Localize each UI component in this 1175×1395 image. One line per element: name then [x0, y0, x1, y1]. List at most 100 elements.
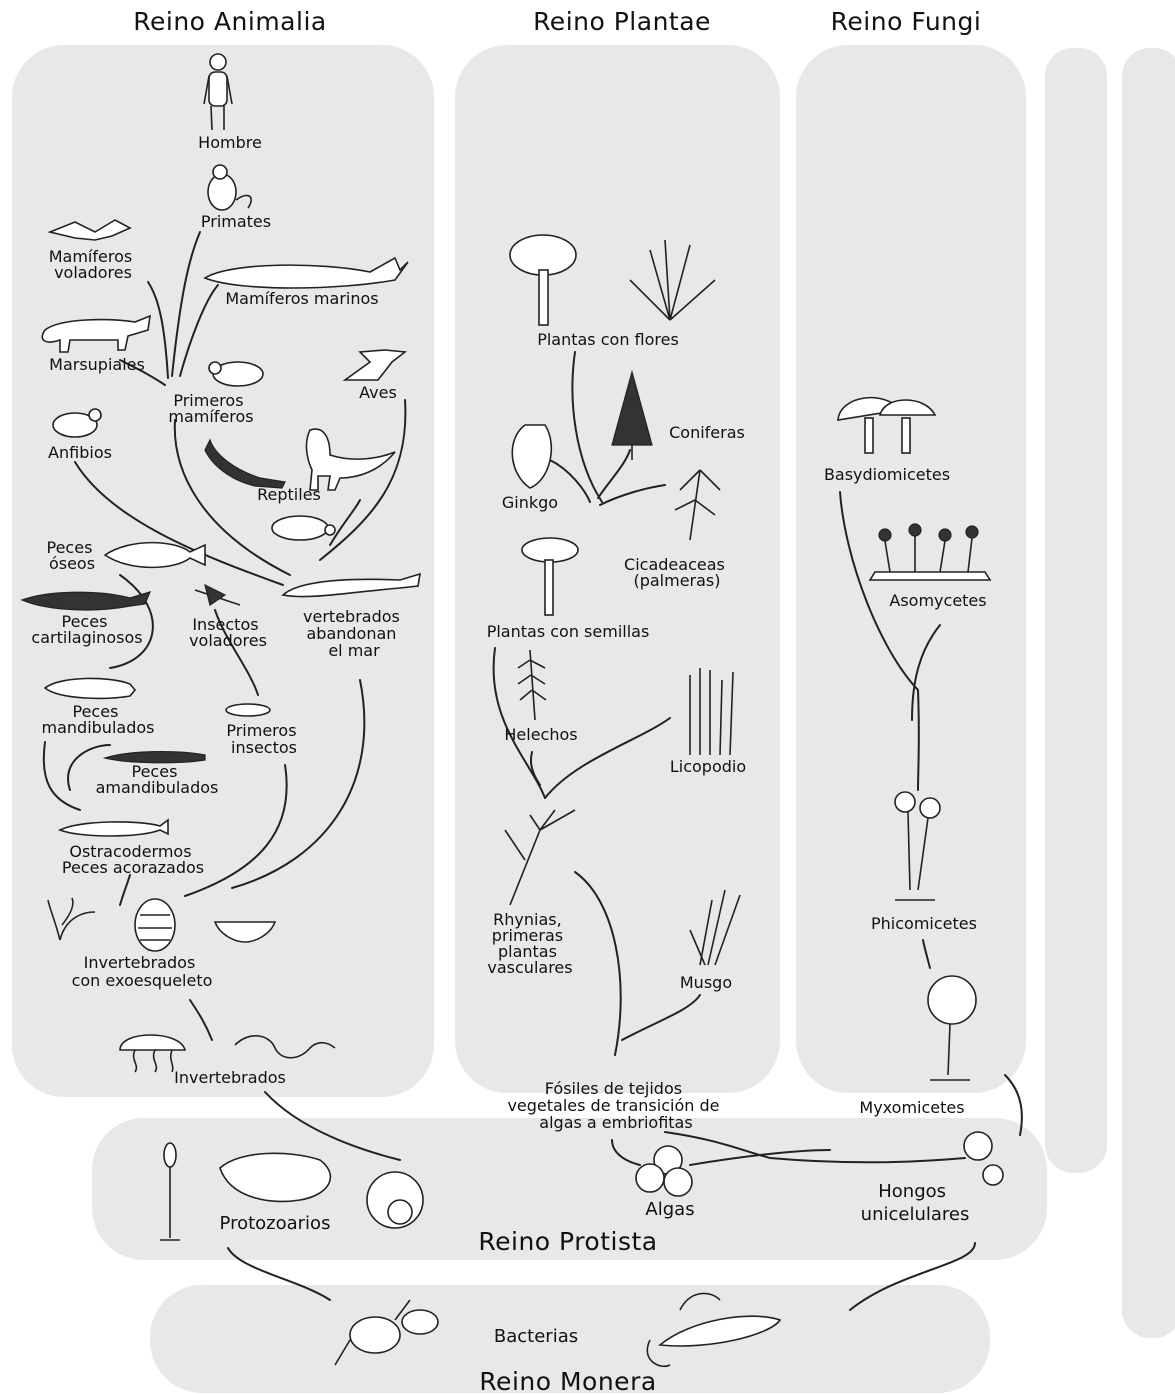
label-myxomicetes: Myxomicetes [859, 1098, 964, 1117]
ascomycete-icon [868, 523, 992, 581]
cycad-icon [674, 469, 721, 541]
label-aves: Aves [359, 383, 397, 402]
panel-monera [150, 1285, 990, 1393]
ginkgo-icon [511, 424, 553, 489]
label-primeros-mamiferos: Primeros mamíferos [168, 391, 253, 426]
label-primeros-insectos: Primeros insectos [226, 721, 301, 757]
shell-icon [213, 921, 277, 943]
crocodile-icon [204, 438, 286, 489]
label-algas: Algas [645, 1199, 694, 1220]
bacteria-cluster-icon [334, 1299, 439, 1366]
label-mamiferos-marinos: Mamíferos marinos [225, 289, 378, 308]
label-reptiles: Reptiles [257, 485, 321, 504]
label-rhynias-line4: vasculares [487, 958, 572, 977]
label-peces-mandibulados-line1: Peces [73, 702, 119, 721]
title-monera: Reino Monera [479, 1367, 656, 1395]
label-protozoarios: Protozoarios [220, 1213, 331, 1234]
label-phicomicetes: Phicomicetes [871, 914, 977, 933]
label-peces-oseos-line1: Peces [47, 538, 93, 557]
ostracoderm-icon [58, 818, 169, 837]
radiolarian-icon [366, 1171, 424, 1229]
title-animalia: Reino Animalia [133, 7, 326, 36]
label-ostracodermos: Ostracodermos Peces acorazados [62, 842, 204, 877]
trilobite-icon [134, 898, 176, 952]
label-rhynias-line2: primeras [492, 926, 563, 945]
label-hombre: Hombre [198, 133, 262, 152]
bacillus-icon [646, 1292, 782, 1367]
early-mammal-icon [208, 361, 264, 387]
jellyfish-icon [119, 1034, 187, 1073]
label-invertebrados-exo-line1: Invertebrados [84, 953, 196, 972]
label-bacterias: Bacterias [494, 1326, 578, 1347]
label-rhynias: Rhynias, primeras plantas vasculares [487, 910, 572, 977]
phycomycete-icon [894, 791, 941, 901]
label-vertebrados-abandonan: vertebrados abandonan el mar [303, 607, 405, 660]
label-fosiles: Fósiles de tejidos vegetales de transici… [507, 1079, 724, 1132]
primate-icon [207, 164, 252, 211]
bat-icon [47, 219, 132, 241]
rhynia-icon [504, 809, 576, 906]
label-fosiles-line2: vegetales de transición de [507, 1096, 719, 1115]
label-fosiles-line3: algas a embriofitas [539, 1113, 692, 1132]
label-plantas-con-semillas: Plantas con semillas [487, 622, 650, 641]
kingdom-panels [12, 45, 1175, 1393]
title-plantae: Reino Plantae [533, 7, 711, 36]
label-mamiferos-voladores-line2: voladores [54, 263, 132, 282]
lycopod-icon [689, 668, 734, 756]
label-cicadeaceas: Cicadeaceas (palmeras) [624, 555, 730, 590]
label-invertebrados-exo-line2: con exoesqueleto [72, 971, 213, 990]
label-coniferas: Coniferas [669, 423, 745, 442]
label-peces-cartilaginosos: Peces cartilaginosos [31, 612, 142, 647]
label-helechos: Helechos [504, 725, 577, 744]
label-primeros-insectos-line1: Primeros [226, 721, 296, 740]
title-protista: Reino Protista [478, 1227, 657, 1256]
label-asomycetes: Asomycetes [889, 591, 986, 610]
amoeba-icon [219, 1152, 332, 1203]
stalked-protist-icon [160, 1142, 180, 1241]
panel-fungi [796, 45, 1026, 1093]
label-cicadeaceas-line2: (palmeras) [633, 571, 720, 590]
label-anfibios: Anfibios [48, 443, 112, 462]
fern-icon [517, 649, 547, 721]
label-hongos-line1: Hongos [878, 1181, 946, 1202]
tree-flowering-icon [509, 234, 577, 326]
label-mamiferos-voladores: Mamíferos voladores [49, 247, 138, 282]
panel-plantae [455, 45, 780, 1093]
bird-icon [342, 349, 408, 381]
whale-icon [203, 256, 409, 289]
illustrations [20, 53, 1004, 1367]
dinosaur-icon [305, 428, 396, 491]
title-fungi: Reino Fungi [831, 7, 982, 36]
label-vertebrados-line3: el mar [328, 641, 380, 660]
label-invertebrados: Invertebrados [174, 1068, 286, 1087]
label-peces-oseos: Peces óseos [47, 538, 98, 573]
label-peces-cartilaginosos-line2: cartilaginosos [31, 628, 142, 647]
label-mamiferos-voladores-line1: Mamíferos [49, 247, 132, 266]
label-primeros-mamiferos-line2: mamíferos [168, 407, 253, 426]
label-vertebrados-line2: abandonan [306, 624, 396, 643]
label-ostracodermos-line1: Ostracodermos [69, 842, 191, 861]
label-basydiomicetes: Basydiomicetes [824, 465, 950, 484]
salamander-icon [281, 572, 422, 598]
label-ostracodermos-line2: Peces acorazados [62, 858, 204, 877]
label-peces-oseos-line2: óseos [49, 554, 95, 573]
label-peces-amandibulados: Peces amandibulados [96, 762, 219, 797]
panel-extra-right [1122, 48, 1175, 1338]
jawless-fish-icon [102, 750, 206, 764]
labels: Hombre Primates Mamíferos voladores Mamí… [31, 133, 986, 1347]
panel-protista [92, 1118, 1047, 1260]
panel-extra-mid [1045, 48, 1107, 1173]
worm-icon [234, 1035, 336, 1059]
turtle-icon [271, 515, 336, 541]
conifer-icon [611, 369, 653, 460]
label-cicadeaceas-line1: Cicadeaceas [624, 555, 725, 574]
label-ginkgo: Ginkgo [502, 493, 558, 512]
mushroom-icon [837, 396, 937, 454]
label-insectos-voladores: Insectos voladores [189, 615, 267, 650]
label-insectos-voladores-line2: voladores [189, 631, 267, 650]
branch-lines [42, 231, 1023, 1311]
human-figure-icon [203, 53, 233, 131]
palm-grass-icon [629, 239, 716, 321]
moss-icon [689, 889, 741, 966]
